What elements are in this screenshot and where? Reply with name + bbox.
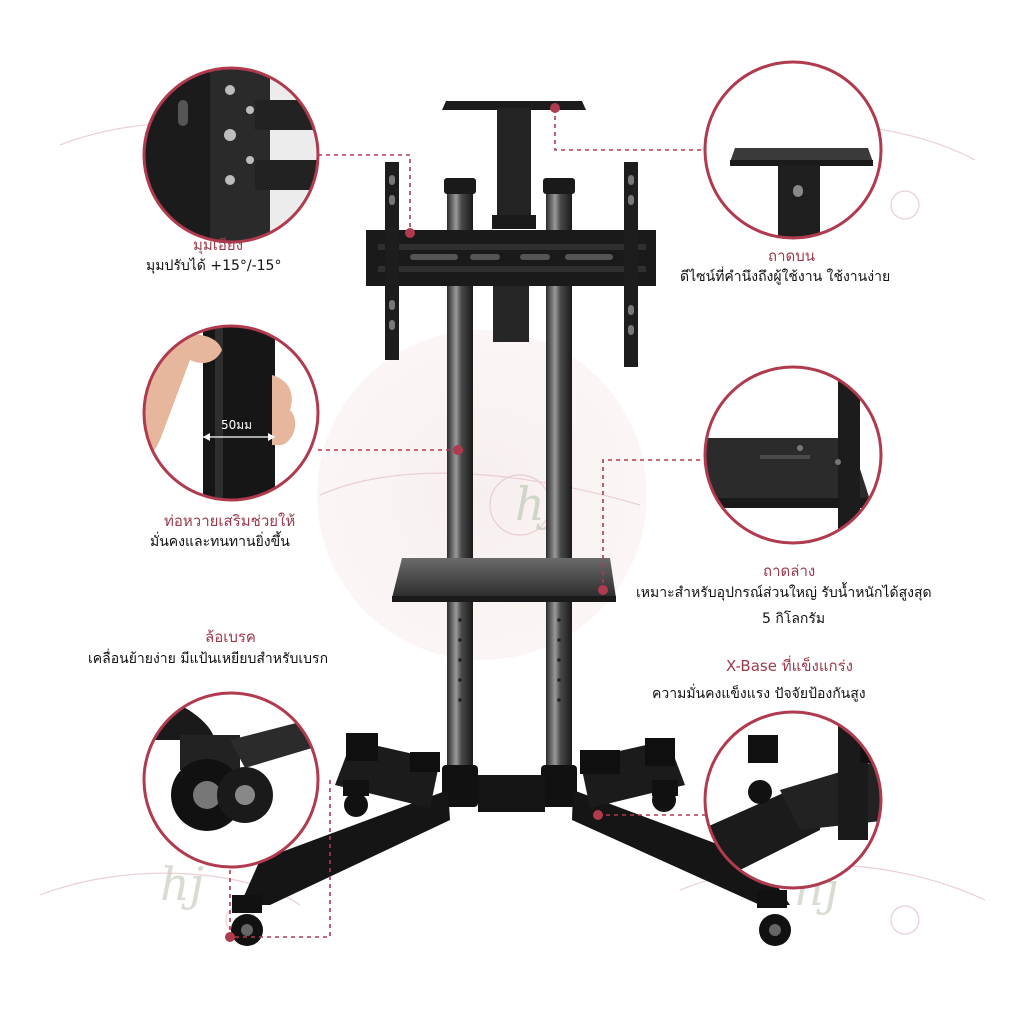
pole-title: ท่อหวายเสริมช่วยให้ (164, 512, 296, 530)
x-base (478, 775, 545, 812)
tv-stand (231, 101, 791, 946)
background-glow (317, 330, 647, 660)
detail-top-tray (703, 60, 883, 240)
detail-bottom-tray (703, 365, 883, 545)
connector-lines (229, 108, 708, 938)
base-title: X-Base ที่แข็งแกร่ง (726, 657, 853, 675)
pole-diameter-label: 50มม (221, 418, 252, 432)
detail-brake-wheel (142, 691, 320, 869)
top-tray-support (497, 108, 531, 228)
bottom-tray-title: ถาดล่าง (763, 562, 816, 580)
detail-x-base (703, 710, 883, 890)
detail-tilt-bracket (142, 66, 320, 244)
tilt-desc: มุมปรับได้ +15°/-15° (146, 258, 282, 274)
bottom-tray-desc-2: 5 กิโลกรัม (762, 611, 826, 627)
top-tray (442, 101, 586, 110)
pole-desc: มั่นคงและทนทานยิ่งขึ้น (150, 534, 290, 550)
bracket-arm-right (624, 162, 638, 367)
top-tray-title: ถาดบน (768, 247, 816, 265)
wheel-title: ล้อเบรค (205, 628, 256, 646)
bracket-arm-left (385, 162, 399, 360)
connector-dots (225, 103, 608, 942)
base-desc: ความมั่นคงแข็งแรง ปัจจัยป้องกันสูง (652, 686, 866, 702)
tilt-title: มุมเอียง (193, 236, 244, 254)
caster-wheel (231, 780, 791, 946)
detail-pole-hand (142, 324, 320, 502)
bottom-tray (392, 558, 616, 598)
wheel-desc: เคลื่อนย้ายง่าย มีแป้นเหยียบสำหรับเบรก (88, 651, 329, 667)
watermark-text: hj (160, 857, 204, 911)
bottom-tray-desc: เหมาะสำหรับอุปกรณ์ส่วนใหญ่ รับน้ำหนักได้… (636, 585, 932, 601)
top-tray-desc: ดีไซน์ที่คำนึงถึงผู้ใช้งาน ใช้งานง่าย (680, 269, 891, 285)
